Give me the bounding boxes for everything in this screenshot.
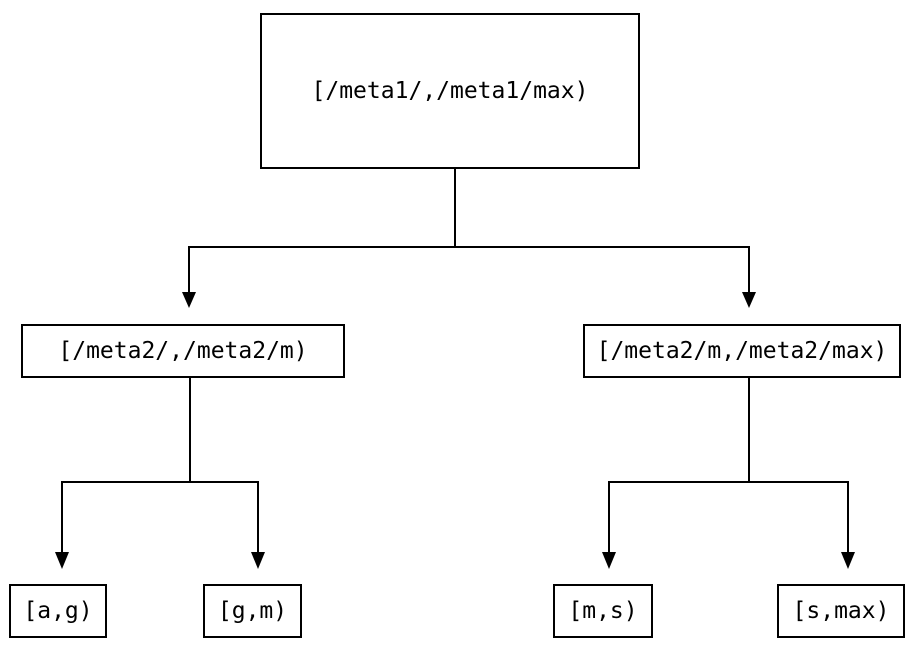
- arrowhead-down-icon: [742, 292, 756, 308]
- arrowhead-down-icon: [55, 552, 69, 569]
- arrowhead-down-icon: [182, 292, 196, 308]
- leaf-node-ms: [m,s): [553, 584, 653, 638]
- arrowhead-down-icon: [251, 552, 265, 569]
- leaf-node-smax: [s,max): [777, 584, 905, 638]
- edge-left-child-to-leaves: [55, 378, 265, 569]
- leaf-node-ag: [a,g): [9, 584, 107, 638]
- leaf-node-smax-label: [s,max): [792, 597, 890, 624]
- right-child-node: [/meta2/m,/meta2/max): [583, 324, 901, 378]
- leaf-node-ag-label: [a,g): [23, 597, 93, 624]
- leaf-node-ms-label: [m,s): [568, 597, 638, 624]
- arrowhead-down-icon: [602, 552, 616, 569]
- right-child-node-label: [/meta2/m,/meta2/max): [596, 337, 888, 364]
- left-child-node: [/meta2/,/meta2/m): [21, 324, 345, 378]
- left-child-node-label: [/meta2/,/meta2/m): [58, 337, 308, 364]
- leaf-node-gm: [g,m): [203, 584, 302, 638]
- arrowhead-down-icon: [841, 552, 855, 569]
- edge-root-to-children: [182, 169, 756, 308]
- root-node: [/meta1/,/meta1/max): [260, 13, 640, 169]
- leaf-node-gm-label: [g,m): [217, 597, 288, 624]
- root-node-label: [/meta1/,/meta1/max): [311, 77, 589, 104]
- edge-right-child-to-leaves: [602, 378, 855, 569]
